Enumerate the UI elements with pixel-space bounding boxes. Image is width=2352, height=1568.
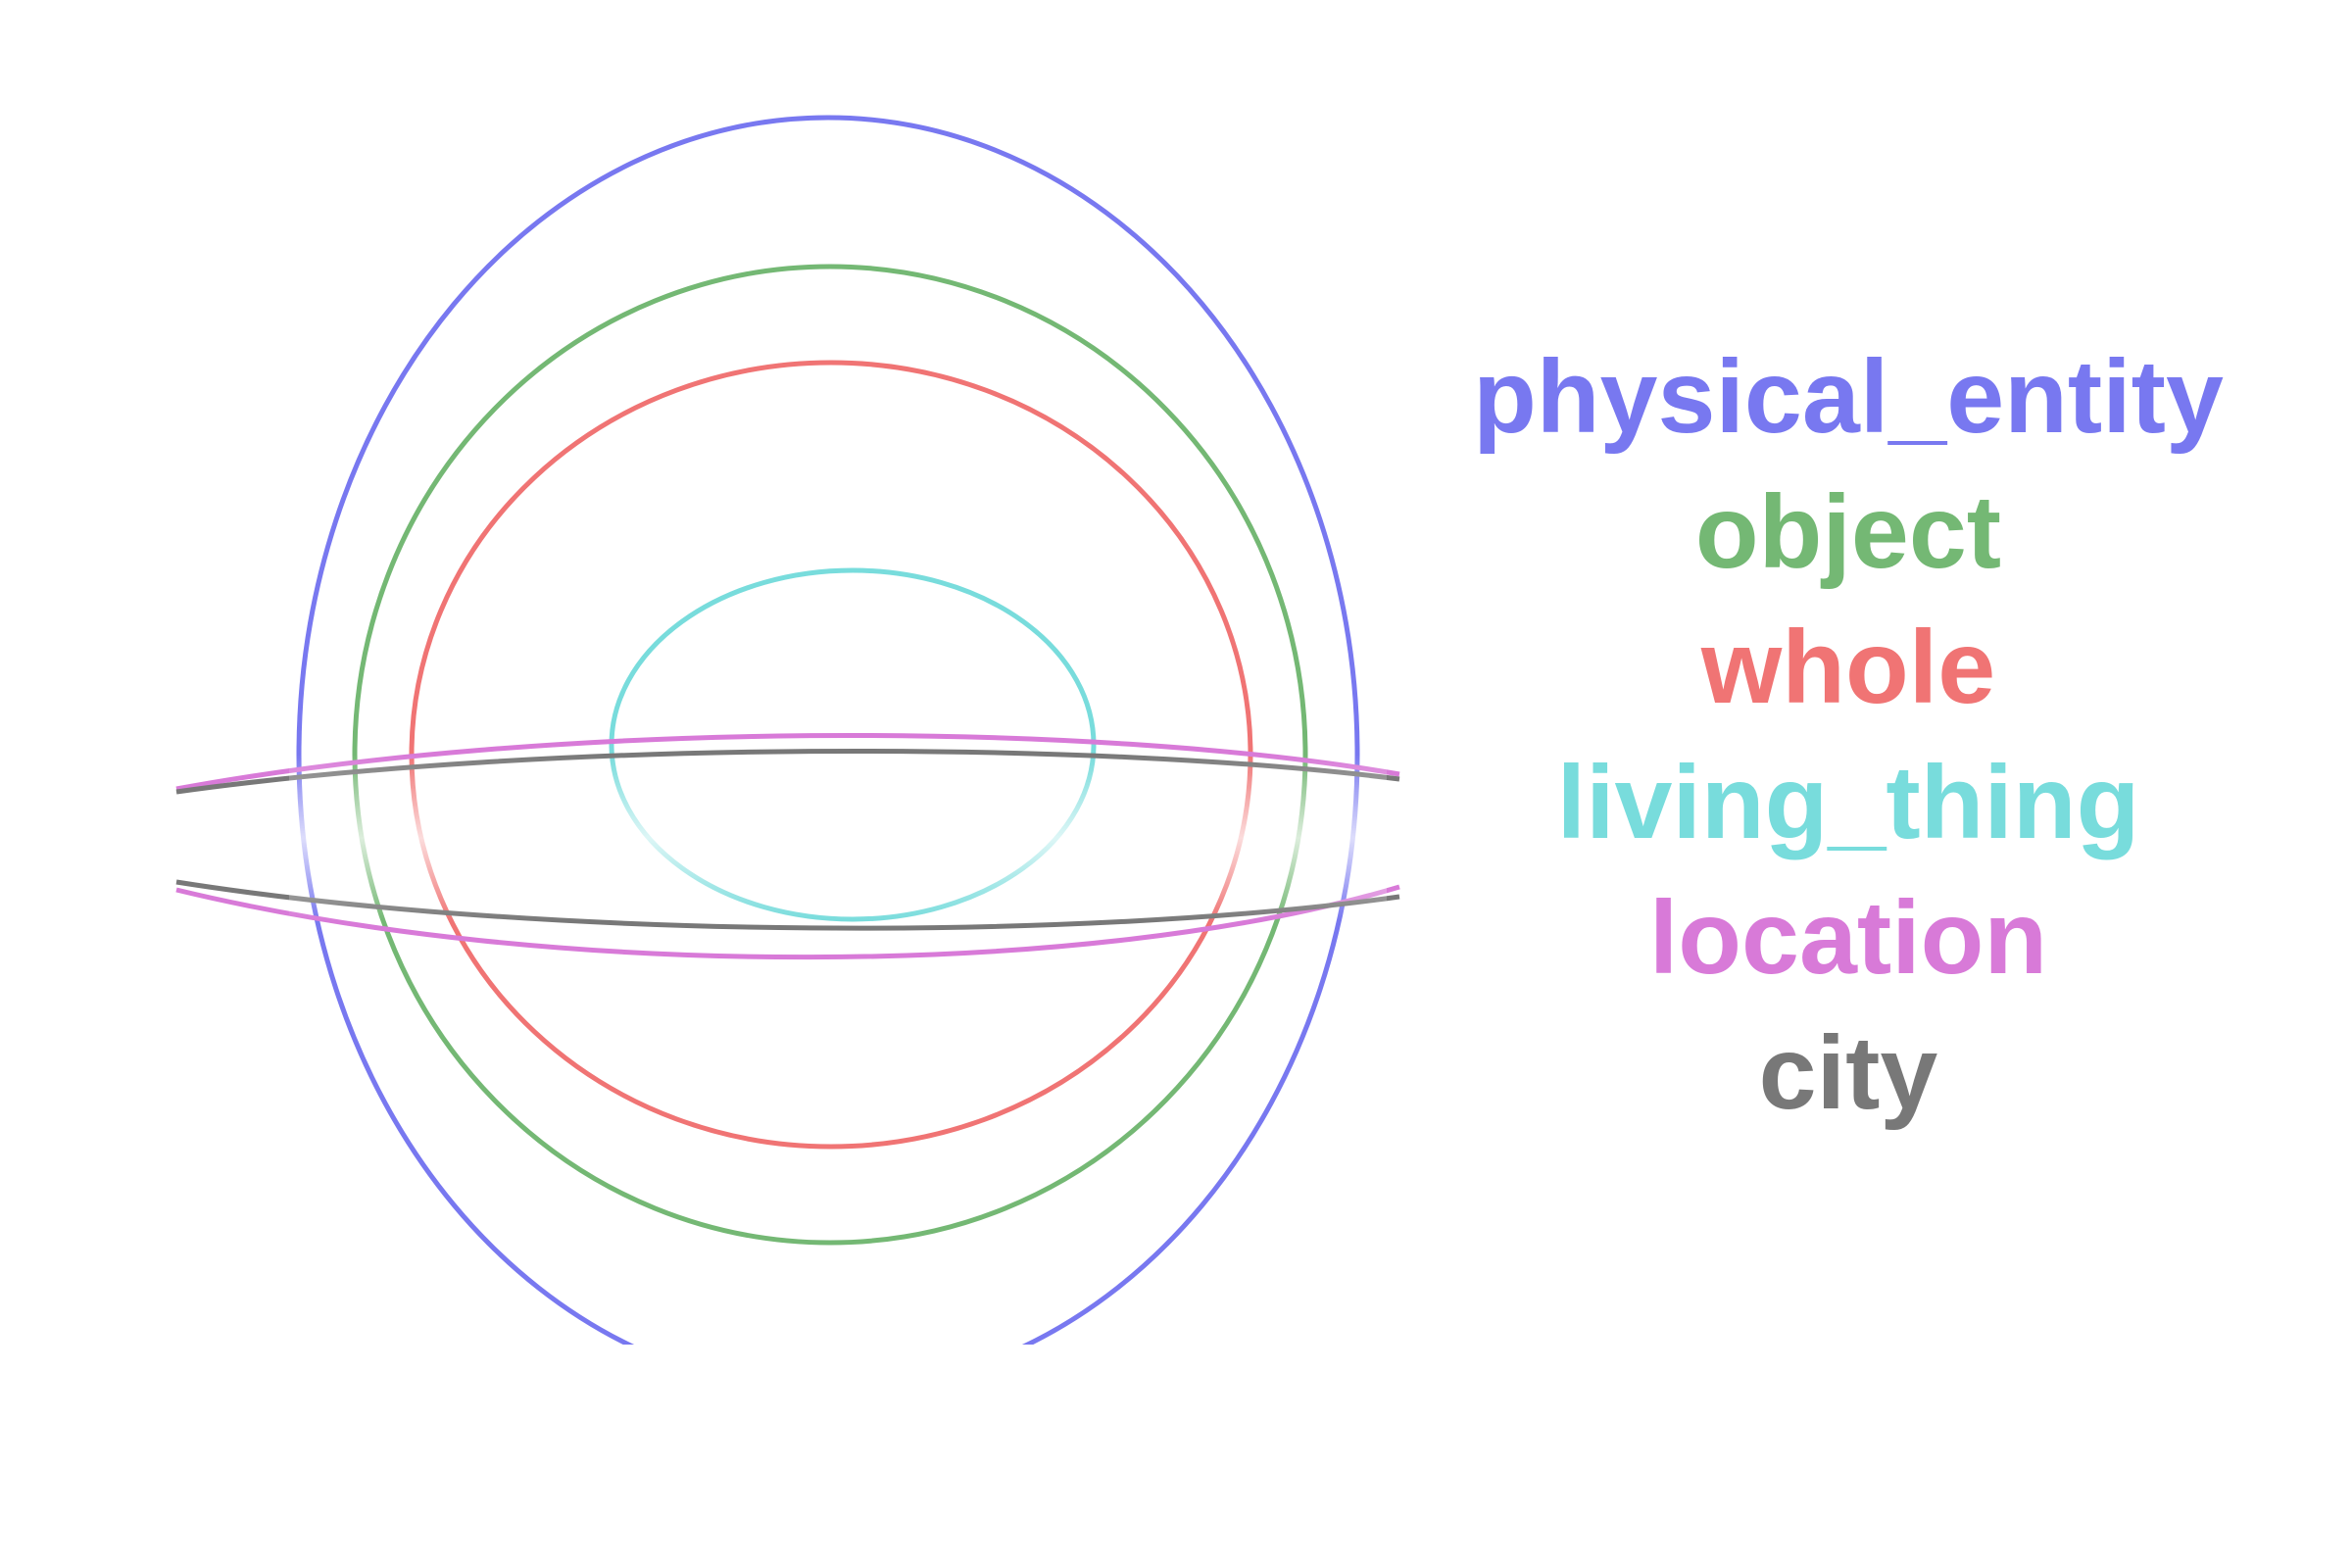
location-region-lower (175, 884, 1400, 960)
legend-label-physical-entity: physical_entity (1473, 339, 2224, 455)
legend-label-city: city (1758, 1015, 1938, 1131)
overlap-fade-band (289, 755, 1387, 921)
legend-label-object: object (1694, 474, 2002, 590)
legend-label-living-thing: living_thing (1556, 745, 2140, 860)
legend-label-whole: whole (1700, 610, 1996, 725)
legend-label-location: location (1648, 880, 2048, 996)
